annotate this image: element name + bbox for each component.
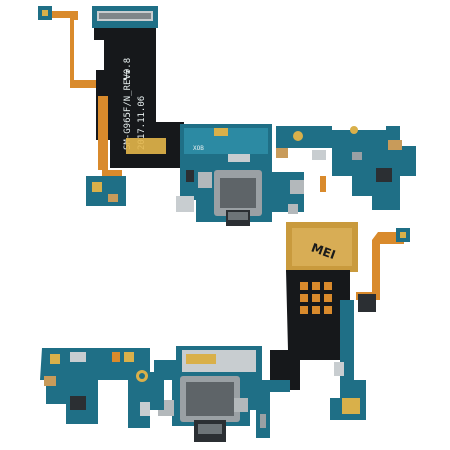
silkscreen-date: 2017.11.06 (137, 96, 147, 150)
mount-tab-left (198, 172, 212, 188)
top-flex-assembly: SM-G965F/N_REV0.8 2017.11.06 ♪ XOB (38, 6, 416, 226)
board-lower-right (330, 300, 366, 420)
connector-pad-grid (300, 282, 332, 314)
antenna-board-right (276, 126, 416, 210)
main-flex-cable (94, 28, 184, 168)
orange-flex-strip-right (356, 232, 404, 300)
orange-flex-strip (52, 11, 96, 88)
logo-mark: ♪ (122, 68, 131, 84)
board-small-text-1: XOB (193, 145, 204, 152)
silkscreen-model: SM-G965F/N_REV0.8 (123, 58, 133, 150)
bottom-flex-assembly: MEI (40, 222, 410, 442)
